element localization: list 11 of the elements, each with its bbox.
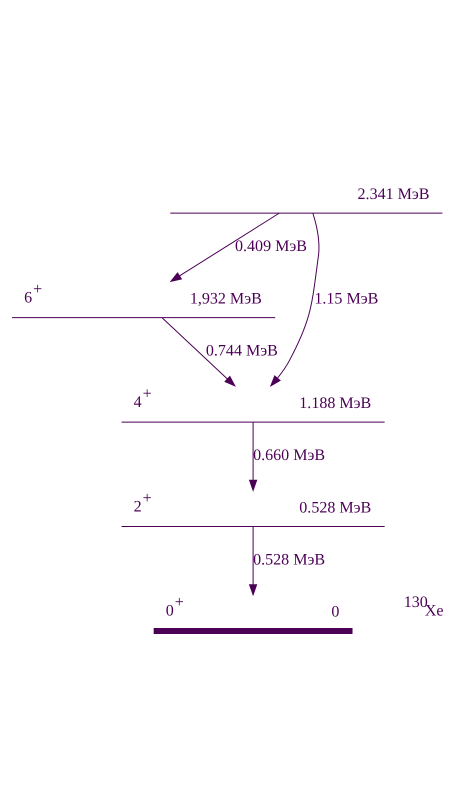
arrow <box>270 212 320 386</box>
node-text: 2.341 МэВ <box>358 185 430 202</box>
edge-label: 0.744 МэВ <box>206 342 278 360</box>
arrow <box>248 422 258 492</box>
arrow <box>248 526 258 596</box>
arrow <box>170 212 280 282</box>
edge-label: 1.15 МэВ <box>314 290 378 307</box>
edge-label: 0.660 МэВ <box>253 446 326 464</box>
arrow <box>162 317 236 386</box>
edge-label: 0.528 МэВ <box>253 550 326 568</box>
edge-label: 0.409 МэВ <box>235 238 307 255</box>
